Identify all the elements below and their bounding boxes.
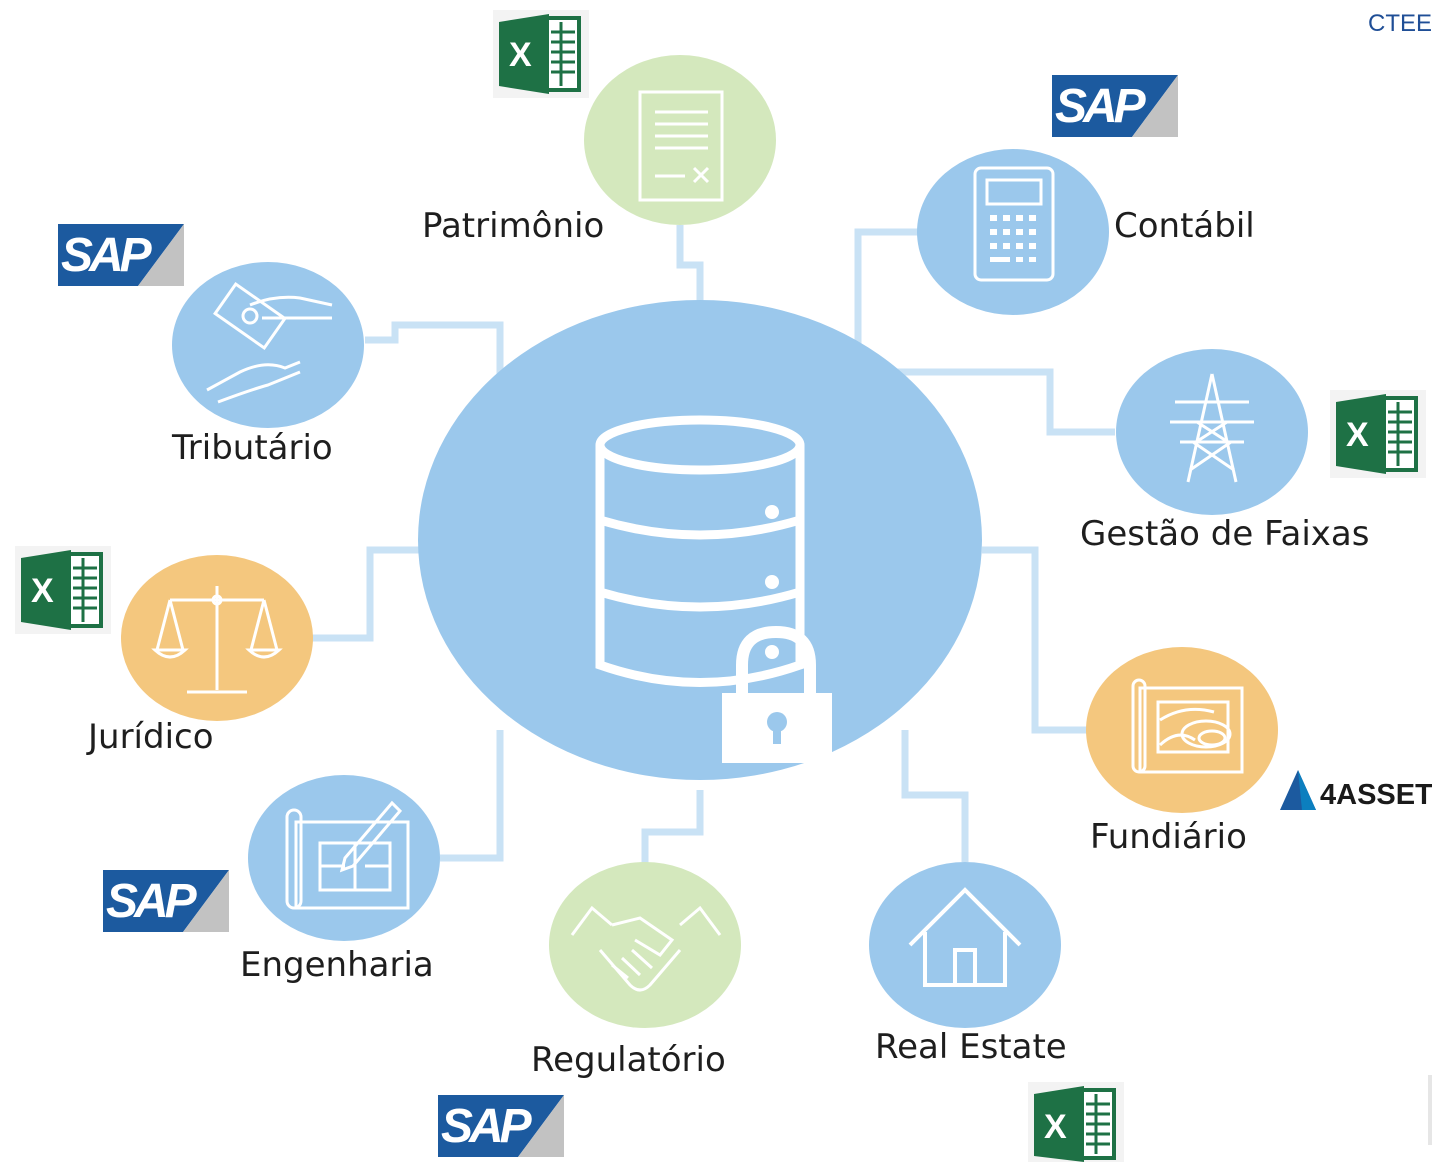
node-engenharia [248,775,440,941]
excel-logo-text: X [509,36,532,74]
sap-logo: SAP [58,224,184,286]
connector-tributario [365,321,504,375]
node-juridico [121,555,313,721]
corner-label: CTEE [1367,10,1432,37]
house-icon [908,887,1022,987]
node-real-estate [869,862,1061,1028]
money-hand-icon [206,281,333,404]
excel-logo: X [1028,1082,1124,1162]
4asset-logo-text: 4ASSET [1320,779,1432,811]
sap-logo: SAP [1052,75,1178,137]
sap-logo-text: SAP [441,1100,533,1153]
label-gestao-faixas: Gestão de Faixas [1080,514,1370,554]
blueprint-icon [285,800,410,910]
excel-logo: X [1330,390,1426,478]
central-database-node [418,300,982,780]
excel-logo: X [493,10,589,98]
excel-logo-text: X [1346,416,1369,454]
sap-logo: SAP [103,870,229,932]
connector-realestate [901,730,969,862]
node-tributario [172,262,364,428]
scales-icon [151,586,283,694]
label-tributario: Tributário [172,428,333,468]
sap-logo-text: SAP [106,875,198,928]
4asset-logo: 4ASSET [1280,770,1432,811]
node-gestao-faixas [1116,349,1308,515]
transmission-tower-icon [1170,373,1254,483]
excel-logo-text: X [1044,1108,1067,1146]
connector-regulatorio [641,790,704,865]
label-real-estate: Real Estate [875,1027,1067,1067]
land-map-icon [1131,678,1244,774]
node-regulatorio [549,862,741,1028]
label-engenharia: Engenharia [240,945,434,985]
connector-engenharia [440,730,504,862]
connector-juridico [312,546,420,642]
node-patrimonio [584,55,776,225]
sap-logo: SAP [438,1095,564,1157]
sap-logo-text: SAP [61,229,153,282]
node-fundiario [1086,647,1278,813]
node-contabil [917,149,1109,315]
handshake-icon [570,905,722,992]
label-contabil: Contábil [1114,206,1255,246]
label-fundiario: Fundiário [1090,817,1247,857]
calculator-icon [973,166,1055,282]
sap-logo-text: SAP [1055,80,1147,133]
connector-contabil [854,228,918,350]
label-patrimonio: Patrimônio [422,206,605,246]
edge-mark [1428,1075,1432,1145]
document-icon [638,90,724,202]
connector-gestao [895,368,1115,436]
excel-logo-text: X [31,572,54,610]
database-lock-icon [595,415,832,763]
label-regulatorio: Regulatório [531,1040,726,1080]
excel-logo: X [15,546,111,634]
connector-fundiario [982,546,1088,734]
label-juridico: Jurídico [88,717,214,757]
connector-patrimonio [676,225,704,305]
connectors [312,225,1115,865]
